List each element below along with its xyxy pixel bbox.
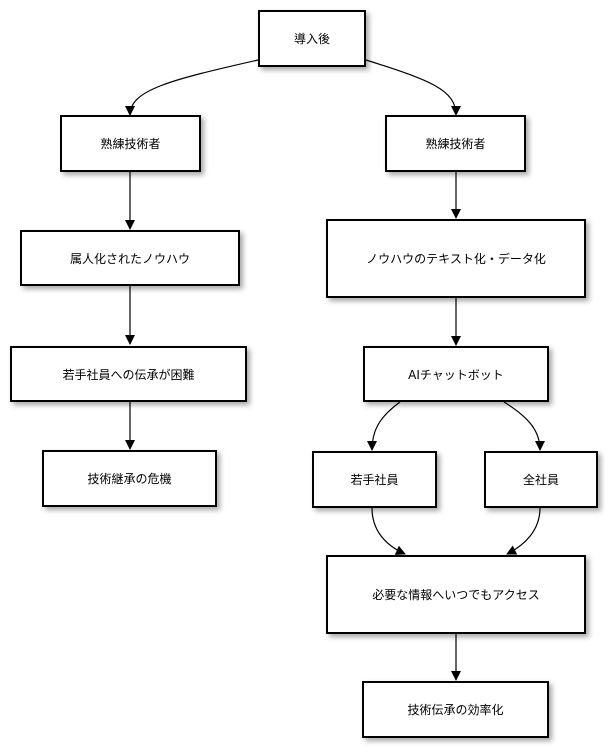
node-right-efficient: 技術伝承の効率化: [362, 681, 549, 738]
node-right-young: 若手社員: [312, 451, 437, 508]
node-right-all: 全社員: [484, 451, 598, 508]
edge-right-ai-to-young: [367, 401, 401, 451]
node-right-access: 必要な情報へいつでもアクセス: [326, 555, 586, 634]
edge-right-all-to-access: [506, 507, 541, 555]
edge-start-to-right-expert: [365, 59, 461, 116]
node-left-hard: 若手社員への伝承が困難: [10, 346, 247, 402]
node-start: 導入後: [258, 10, 366, 67]
node-left-tacit: 属人化されたノウハウ: [20, 230, 240, 286]
node-right-expert: 熟練技術者: [385, 115, 526, 172]
edge-start-to-left-expert: [125, 59, 259, 116]
node-left-crisis: 技術継承の危機: [42, 450, 217, 507]
node-left-expert: 熟練技術者: [60, 115, 201, 172]
node-right-ai: AIチャットボット: [363, 346, 549, 402]
node-right-data: ノウハウのテキスト化・データ化: [326, 219, 586, 298]
edge-right-ai-to-all: [503, 401, 545, 451]
edge-right-young-to-access: [371, 507, 406, 555]
